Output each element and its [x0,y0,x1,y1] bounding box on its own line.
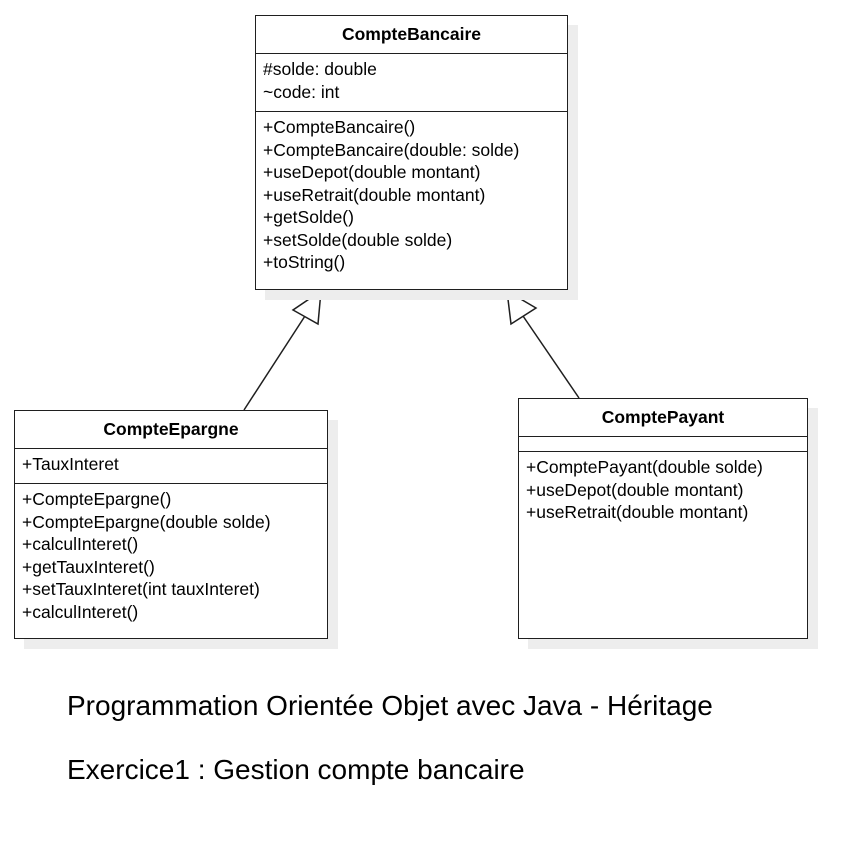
inheritance-line-epargne [243,315,306,411]
inheritance-arrowhead-payant [506,289,538,326]
method: +calculInteret() [22,601,139,622]
class-name: ComptePayant [519,399,807,437]
method: +CompteEpargne() [22,489,172,509]
class-compte-bancaire[interactable]: CompteBancaire #solde: double ~code: int… [255,15,568,290]
attribute: +TauxInteret [22,454,119,474]
method: +CompteBancaire() [263,117,416,137]
course-caption: Programmation Orientée Objet avec Java -… [67,690,713,721]
method: +getSolde() [263,207,354,227]
method: +setTauxInteret(int tauxInteret) [22,579,260,599]
method: +useRetrait(double montant) [263,184,486,205]
class-compte-payant[interactable]: ComptePayant +ComptePayant(double solde)… [518,398,808,639]
method: +useRetrait(double montant) [526,502,749,522]
class-methods: +CompteEpargne() +CompteEpargne(double s… [15,484,327,627]
exercise-caption: Exercice1 : Gestion compte bancaire [67,754,525,785]
inheritance-line-payant [522,315,580,399]
attribute: ~code: int [263,81,340,102]
attribute: #solde: double [263,59,377,79]
inheritance-arrowhead-epargne [291,289,322,326]
method: +toString() [263,252,346,272]
class-attributes: #solde: double ~code: int [256,54,567,112]
class-methods: +CompteBancaire() +CompteBancaire(double… [256,112,567,278]
class-compte-epargne[interactable]: CompteEpargne +TauxInteret +CompteEpargn… [14,410,328,639]
class-attributes [519,437,807,452]
class-methods: +ComptePayant(double solde) +useDepot(do… [519,452,807,528]
method: +useDepot(double montant) [263,162,481,182]
method: +useDepot(double montant) [526,479,744,500]
method: +ComptePayant(double solde) [526,457,763,477]
class-name: CompteBancaire [256,16,567,54]
method: +getTauxInteret() [22,556,155,577]
method: +CompteEpargne(double solde) [22,511,271,532]
method: +CompteBancaire(double: solde) [263,139,520,160]
class-attributes: +TauxInteret [15,449,327,484]
method: +calculInteret() [22,534,139,554]
method: +setSolde(double solde) [263,229,453,250]
class-name: CompteEpargne [15,411,327,449]
